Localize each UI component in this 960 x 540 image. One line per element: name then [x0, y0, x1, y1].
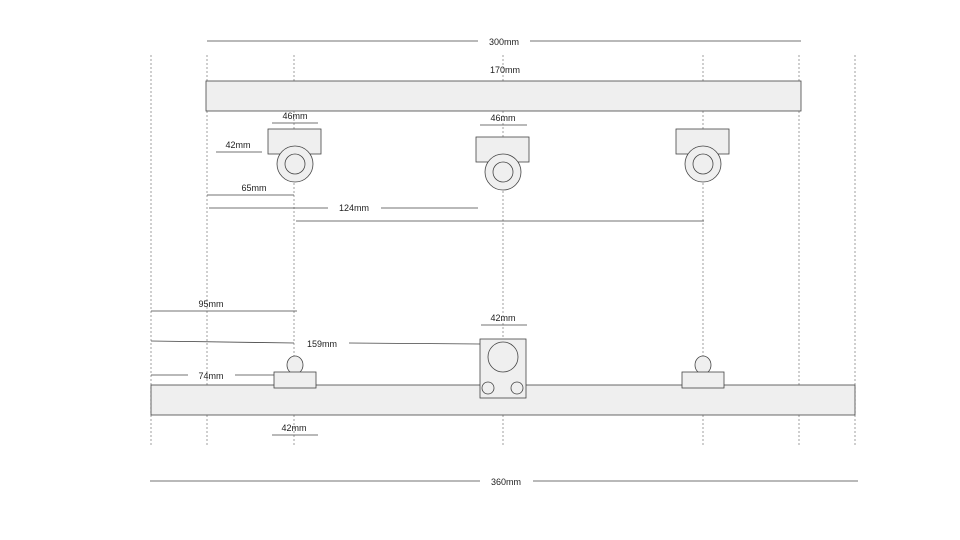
left-bottom-bracket [273, 371, 317, 389]
right-wheel-inner [692, 153, 714, 175]
overall-top-label-bg [478, 35, 530, 47]
left-wheel-inner [284, 153, 306, 175]
bottom-offset-74-label: 74mm [198, 371, 223, 381]
center-wheel-inner [492, 161, 514, 183]
overall-top-label: 300mm [489, 37, 519, 47]
center-block-width-label: 42mm [490, 313, 515, 323]
top-rail-label: 170mm [490, 65, 520, 75]
bottom-offset-159-label: 159mm [307, 339, 337, 349]
wheel-width-center-label: 46mm [490, 113, 515, 123]
center-block-right-hole [510, 381, 524, 395]
top-view: 300mm 170mm 46mm 42mm 46mm 65mm 124mm [205, 35, 802, 222]
bottom-offset-159-line-right [348, 342, 481, 345]
bottom-view: 95mm 159mm 74mm 42mm 42mm 360mm [150, 299, 858, 487]
center-block-large-hole [487, 341, 519, 373]
bottom-wheel-width-label: 42mm [281, 423, 306, 433]
top-rail [205, 80, 802, 112]
wheel-height-left-label: 42mm [225, 140, 250, 150]
right-bottom-bracket [681, 371, 725, 389]
wheel-width-left-label: 46mm [282, 111, 307, 121]
left-offset-label: 65mm [241, 183, 266, 193]
center-spacing-label: 124mm [339, 203, 369, 213]
center-block-left-hole [481, 381, 495, 395]
bottom-offset-159-line-left [150, 340, 295, 344]
right-bottom-wheel [694, 355, 712, 375]
bottom-offset-95-label: 95mm [198, 299, 223, 309]
overall-bottom-label: 360mm [491, 477, 521, 487]
left-bottom-wheel [286, 355, 304, 375]
